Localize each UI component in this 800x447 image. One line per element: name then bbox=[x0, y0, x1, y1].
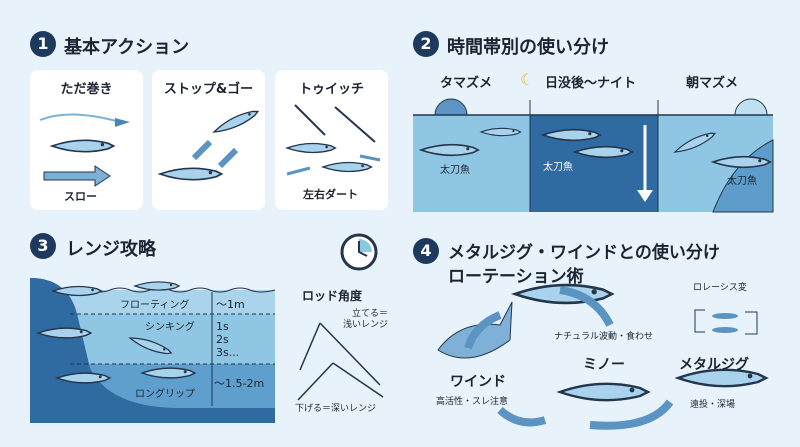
lure-label-floating: フローティング bbox=[120, 300, 190, 311]
depth-label: 〜1.5-2m bbox=[214, 377, 265, 390]
moon-icon: ☾ bbox=[520, 70, 535, 89]
section-number-badge: 2 bbox=[413, 31, 439, 57]
action-card-twitch: トゥイッチ 左右ダート bbox=[275, 70, 388, 210]
lure-label-sinking: シンキング bbox=[145, 322, 195, 333]
fish-label: 太刀魚 bbox=[543, 162, 573, 173]
rod-down-label: 下げる＝深いレンジ bbox=[295, 404, 377, 414]
stop-and-go-illustration bbox=[159, 106, 261, 181]
metaljig-label: メタルジグ bbox=[679, 357, 749, 373]
section-number-badge: 1 bbox=[30, 31, 56, 57]
rotation-label: ロレーシス変 bbox=[693, 283, 747, 293]
depth-label: 1s 2s 3s... bbox=[216, 320, 240, 359]
rod-angle-title: ロッド角度 bbox=[302, 289, 363, 303]
range-diagram bbox=[30, 278, 276, 423]
fish-label: 太刀魚 bbox=[727, 176, 757, 187]
wind-label: ワインド bbox=[450, 374, 506, 390]
period-label-evening: タマズメ bbox=[440, 76, 493, 91]
card-title: トゥイッチ bbox=[298, 82, 364, 97]
period-label-morning: 朝マズメ bbox=[686, 76, 739, 91]
section-title-line1: メタルジグ・ワインドとの使い分け bbox=[448, 243, 720, 263]
section-number-badge: 4 bbox=[413, 238, 439, 264]
card-title: ストップ&ゴー bbox=[163, 82, 254, 97]
period-label-night: 日没後〜ナイト bbox=[545, 76, 637, 91]
rotation-diagram bbox=[437, 283, 768, 430]
wind-desc: 高活性・スレ注意 bbox=[436, 397, 509, 407]
lure-label-longlip: ロングリップ bbox=[135, 389, 195, 400]
fish-label: 太刀魚 bbox=[440, 165, 470, 176]
metaljig-desc: 遠投・深場 bbox=[690, 400, 736, 410]
clock-icon bbox=[340, 233, 378, 271]
action-card-tadamaki: ただ巻き スロー bbox=[30, 70, 143, 210]
card-caption: スロー bbox=[64, 190, 97, 203]
natural-wave-label: ナチュラル波動・食わせ bbox=[554, 332, 654, 342]
card-caption: 左右ダート bbox=[303, 188, 358, 201]
twitch-illustration bbox=[286, 104, 381, 176]
section-title: 基本アクション bbox=[64, 37, 190, 58]
time-period-illustration bbox=[413, 98, 774, 213]
section-title: レンジ攻略 bbox=[66, 239, 156, 260]
rod-angle-illustration bbox=[297, 322, 384, 401]
minnow-label: ミノー bbox=[583, 357, 625, 373]
retrieve-illustration bbox=[39, 113, 130, 187]
rod-up-label: 立てる＝ 浅いレンジ bbox=[343, 309, 389, 330]
depth-label: 〜1m bbox=[216, 298, 245, 311]
card-title: ただ巻き bbox=[60, 82, 113, 97]
section-title-line2: ローテーション術 bbox=[448, 267, 584, 287]
section-title: 時間帯別の使い分け bbox=[447, 37, 609, 58]
action-card-stop-and-go: ストップ&ゴー bbox=[152, 70, 265, 210]
section-number-badge: 3 bbox=[30, 233, 56, 259]
